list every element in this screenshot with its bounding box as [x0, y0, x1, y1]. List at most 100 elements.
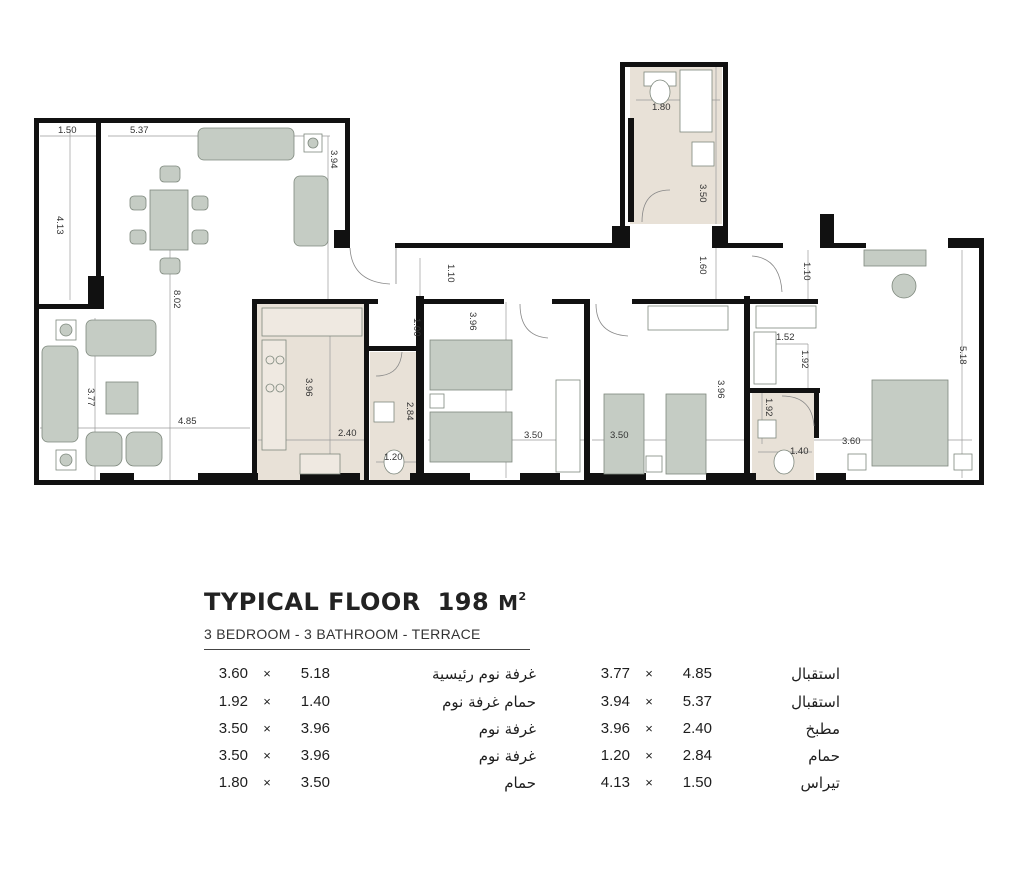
times-sign: × — [263, 666, 271, 681]
times-sign: × — [645, 694, 653, 709]
dim-reception-w: 4.85 — [178, 416, 197, 427]
room-dim-a: 3.94 — [600, 693, 630, 710]
room-name: حمام — [504, 774, 536, 792]
dim-living-w: 5.37 — [130, 125, 149, 136]
sofa-left — [41, 345, 79, 443]
dim-corridor-d: 1.10 — [801, 262, 812, 281]
dim-corridor-c: 1.60 — [697, 256, 708, 275]
sofa-top — [197, 127, 295, 161]
room-dim-b: 2.84 — [682, 747, 712, 764]
room-dim-b: 5.37 — [682, 693, 712, 710]
room-dim-b: 1.40 — [300, 693, 330, 710]
room-name: استقبال — [791, 693, 840, 711]
door-swings — [349, 189, 815, 427]
times-sign: × — [645, 666, 653, 681]
room-dim-b: 4.85 — [682, 665, 712, 682]
room-dim-a: 3.96 — [600, 720, 630, 737]
room-dim-a: 1.92 — [218, 693, 248, 710]
plan-subtitle: 3 BEDROOM - 3 BATHROOM - TERRACE — [204, 626, 481, 642]
wet-floors — [256, 66, 814, 482]
plan-title: TYPICAL FLOOR 198 M2 — [204, 588, 527, 616]
room-row: 3.77 × 4.85 استقبال — [586, 665, 840, 687]
dim-living-h: 3.94 — [328, 150, 339, 169]
room-dim-a: 3.77 — [600, 665, 630, 682]
dim-bed2-h: 3.96 — [715, 380, 726, 399]
times-sign: × — [645, 748, 653, 763]
dimension-labels: 1.50 5.37 4.13 3.94 8.02 3.77 4.85 3.96 … — [54, 102, 968, 463]
master-bed — [871, 379, 949, 467]
room-name: غرفة نوم رئيسية — [432, 665, 536, 683]
room-dim-a: 4.13 — [600, 774, 630, 791]
sofa-reception — [85, 319, 157, 357]
room-name: تيراس — [800, 774, 840, 792]
room-row: 3.96 × 2.40 مطبخ — [586, 720, 840, 742]
dim-bed2-w: 3.50 — [610, 430, 629, 441]
room-row: 3.94 × 5.37 استقبال — [586, 693, 840, 715]
room-row: 1.80 × 3.50 حمام — [204, 774, 536, 796]
furniture — [41, 69, 973, 475]
dim-bath1-h: 2.84 — [404, 402, 415, 421]
room-dim-b: 3.96 — [300, 747, 330, 764]
dim-bath2-h: 3.50 — [697, 184, 708, 203]
dim-dress-w: 1.52 — [776, 332, 795, 343]
sofa-side — [293, 175, 329, 247]
dim-corridor-a: 1.10 — [445, 264, 456, 283]
dim-master-h: 5.18 — [957, 346, 968, 365]
bed-1a — [429, 339, 513, 391]
walls — [34, 62, 984, 485]
dim-terrace-w: 1.50 — [58, 125, 77, 136]
dim-master-w: 3.60 — [842, 436, 861, 447]
room-row: 1.20 × 2.84 حمام — [586, 747, 840, 769]
dim-bed1-h: 3.96 — [467, 312, 478, 331]
room-row: 1.92 × 1.40 حمام غرفة نوم — [204, 693, 536, 715]
floor-plan: 1.50 5.37 4.13 3.94 8.02 3.77 4.85 3.96 … — [34, 62, 984, 485]
times-sign: × — [263, 694, 271, 709]
times-sign: × — [645, 721, 653, 736]
room-name: استقبال — [791, 665, 840, 683]
title-divider — [204, 649, 530, 650]
dim-kitchen-h: 3.96 — [303, 378, 314, 397]
dim-kitchen-w: 2.40 — [338, 428, 357, 439]
room-dim-a: 1.20 — [600, 747, 630, 764]
room-dim-a: 3.60 — [218, 665, 248, 682]
room-dim-b: 1.50 — [682, 774, 712, 791]
room-name: حمام غرفة نوم — [442, 693, 536, 711]
bed-1b — [429, 411, 513, 463]
room-name: حمام — [808, 747, 840, 765]
room-name: غرفة نوم — [478, 720, 536, 738]
room-dim-a: 3.50 — [218, 720, 248, 737]
bed-2a — [603, 393, 645, 475]
room-name: غرفة نوم — [478, 747, 536, 765]
room-row: 3.50 × 3.96 غرفة نوم — [204, 747, 536, 769]
coffee-table — [105, 381, 139, 415]
room-dim-a: 1.80 — [218, 774, 248, 791]
bed-2b — [665, 393, 707, 475]
room-row: 3.50 × 3.96 غرفة نوم — [204, 720, 536, 742]
title-area-sup: 2 — [518, 590, 527, 603]
room-row: 4.13 × 1.50 تيراس — [586, 774, 840, 796]
dim-bath1-w: 1.20 — [384, 452, 403, 463]
room-name: مطبخ — [805, 720, 840, 738]
times-sign: × — [645, 775, 653, 790]
dining-table — [149, 189, 189, 251]
title-area-value: 198 — [437, 588, 490, 616]
dim-bath2-w: 1.80 — [652, 102, 671, 113]
dim-ens-w: 1.40 — [790, 446, 809, 457]
room-dim-b: 3.50 — [300, 774, 330, 791]
dim-reception-h: 3.77 — [85, 388, 96, 407]
dim-terrace-h: 4.13 — [54, 216, 65, 235]
dim-dress-h: 1.92 — [799, 350, 810, 369]
title-main: TYPICAL FLOOR — [204, 588, 421, 616]
times-sign: × — [263, 775, 271, 790]
room-dim-b: 3.96 — [300, 720, 330, 737]
room-dim-b: 5.18 — [300, 665, 330, 682]
dim-ens-h: 1.92 — [763, 398, 774, 417]
times-sign: × — [263, 748, 271, 763]
times-sign: × — [263, 721, 271, 736]
room-dim-b: 2.40 — [682, 720, 712, 737]
room-dim-a: 3.50 — [218, 747, 248, 764]
title-area-unit: M — [498, 591, 519, 615]
dim-corridor-b: 1.00 — [411, 318, 422, 337]
dim-bed1-w: 3.50 — [524, 430, 543, 441]
dim-hall-len: 8.02 — [171, 290, 182, 309]
